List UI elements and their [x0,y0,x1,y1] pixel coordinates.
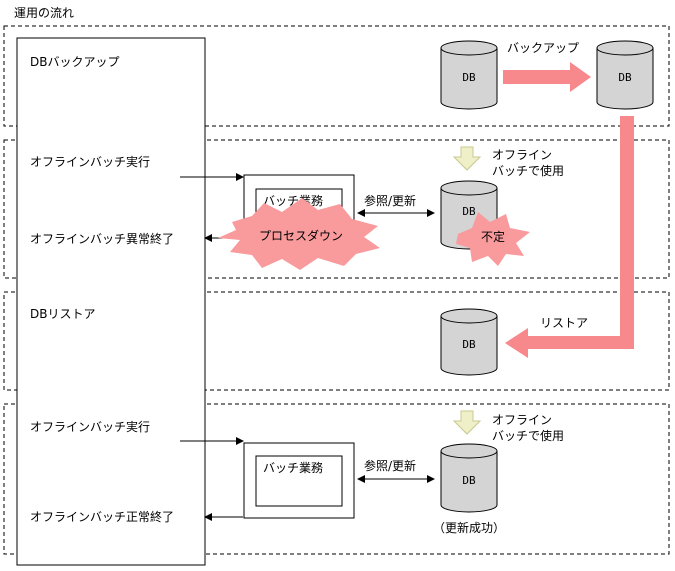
access-label-1: 参照/更新 [364,193,416,208]
batch-job-inner-box-2 [255,455,343,507]
db-restored-icon [440,308,498,376]
restore-section-frame [3,291,670,391]
backup-arrow-label: バックアップ [507,41,579,55]
backup-arrow [503,62,591,92]
restore-arrow [505,116,634,358]
offline-use-label-2a: オフライン [492,413,552,427]
batch-fail-section-frame [3,139,670,279]
backup-section-frame [3,25,670,127]
update-success-label: （更新成功） [433,520,505,535]
db-restore-label: DBリストア [30,307,95,321]
db-batch-ok-label: DB [462,474,476,487]
db-restored-label: DB [462,338,476,351]
db-source-icon [440,40,498,110]
db-batch-ok-icon [440,443,498,513]
offline-use-label-1a: オフライン [492,148,552,162]
batch-job-label-2: バッチ業務 [263,461,323,475]
access-label-2: 参照/更新 [364,458,416,473]
offline-use-label-2b: バッチで使用 [492,428,564,443]
unavailable-burst [456,212,530,266]
db-batch-fail-label: DB [462,205,476,218]
db-backup-icon [596,40,654,110]
process-down-burst [218,198,380,270]
offline-batch-exec-label: オフラインバッチ実行 [30,154,150,169]
restore-arrow-label: リストア [540,316,588,330]
offline-use-hint-arrow-2 [452,410,482,435]
db-backup-label: DBバックアップ [30,55,119,69]
process-down-label: プロセスダウン [259,228,343,243]
offline-batch-ok-label: オフラインバッチ正常終了 [30,509,174,524]
db-backup-copy-label: DB [618,71,632,84]
batch-ok-section-frame [3,403,670,555]
offline-use-label-1b: バッチで使用 [492,163,564,178]
operator-column [16,37,206,566]
page-title: 運用の流れ [14,6,74,20]
offline-batch-fail-label: オフラインバッチ異常終了 [30,231,174,246]
db-source-label: DB [462,71,476,84]
offline-use-hint-arrow-1 [452,146,482,171]
unavailable-label: 不定 [481,229,505,244]
offline-batch-exec-label-2: オフラインバッチ実行 [30,419,150,434]
